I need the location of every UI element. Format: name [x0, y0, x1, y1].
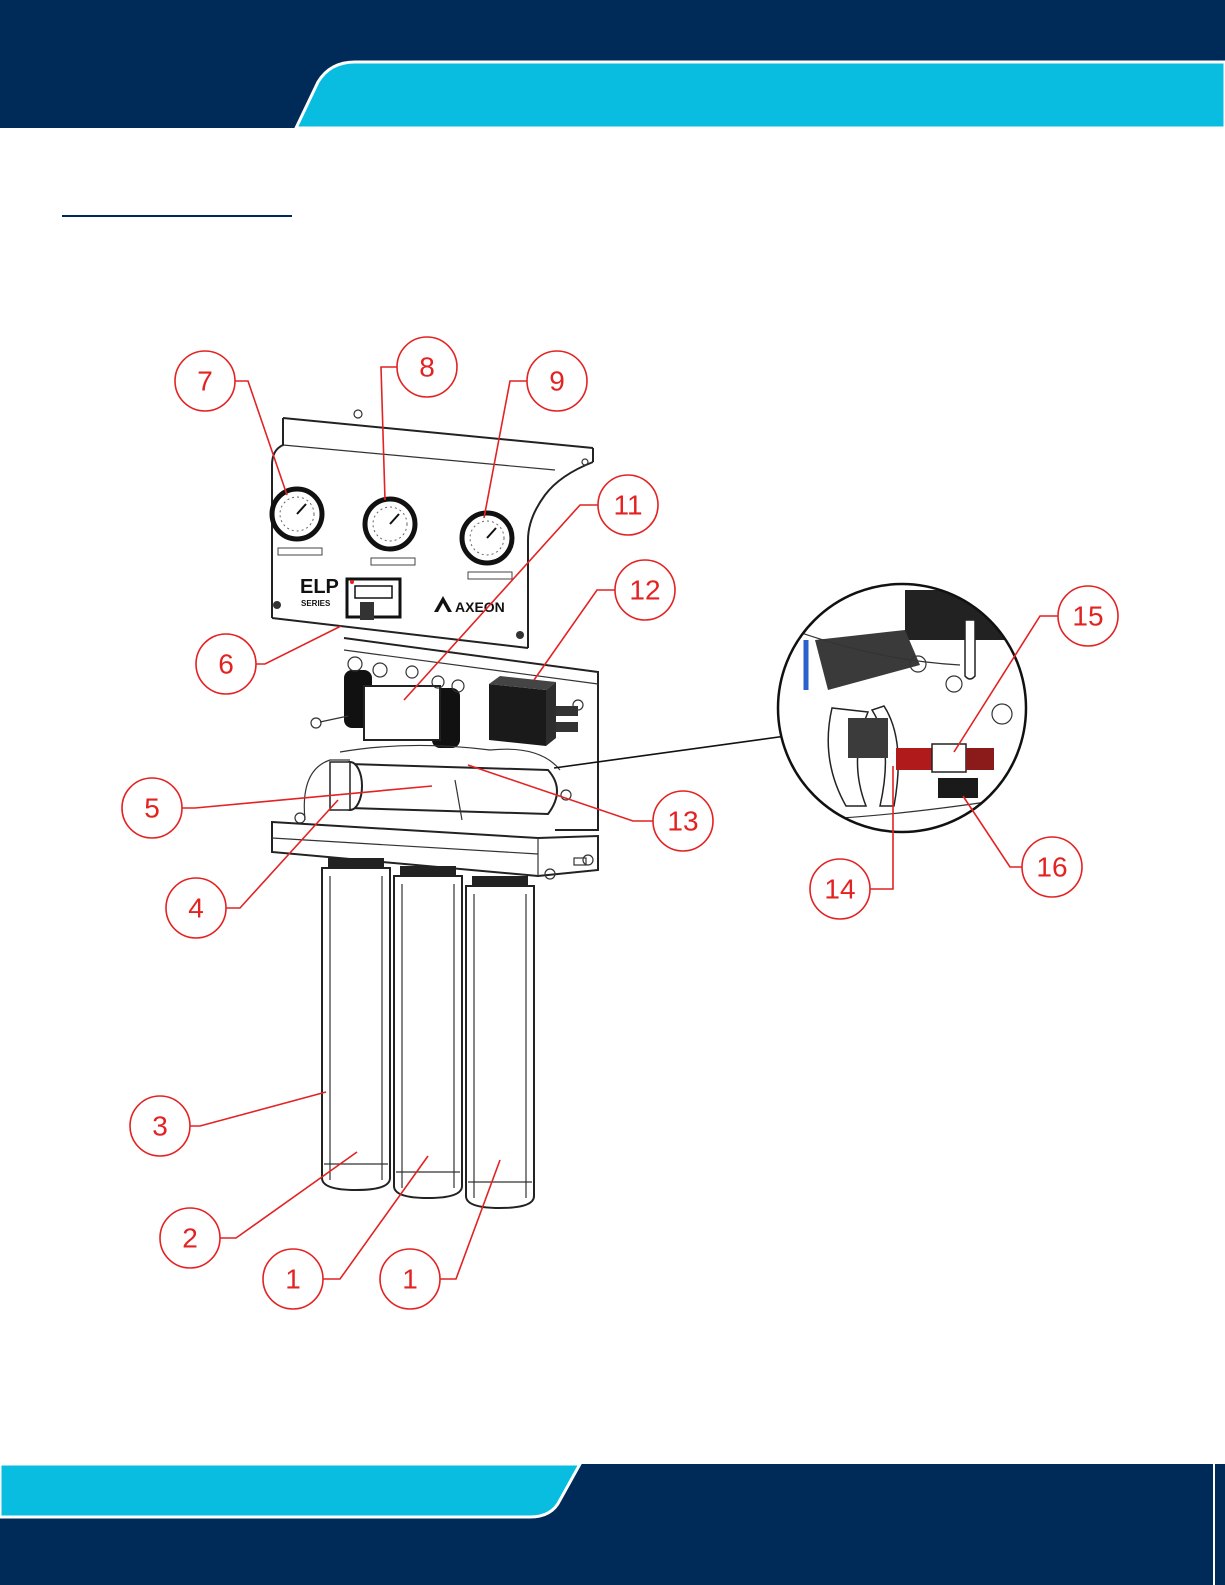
filter-housing-1 [322, 858, 390, 1190]
svg-text:5: 5 [144, 793, 160, 824]
svg-text:1: 1 [402, 1264, 418, 1295]
callout-5: 5 [122, 778, 182, 838]
ro-system-drawing: ELP SERIES AXEON [272, 410, 598, 1208]
svg-text:13: 13 [667, 806, 698, 837]
callout-7: 7 [175, 351, 235, 411]
callout-4: 4 [166, 878, 226, 938]
callout-3: 3 [130, 1096, 190, 1156]
header-banner [0, 0, 1225, 128]
callout-6: 6 [196, 634, 256, 694]
filter-housing-3 [466, 876, 534, 1208]
callout-16: 16 [1022, 837, 1082, 897]
svg-text:7: 7 [197, 366, 213, 397]
svg-text:8: 8 [419, 352, 435, 383]
electrical-box [489, 676, 578, 746]
svg-text:6: 6 [218, 649, 234, 680]
callout-14: 14 [810, 859, 870, 919]
membrane-housing [295, 745, 571, 823]
svg-text:11: 11 [613, 490, 642, 521]
callout-11: 11 [598, 475, 658, 535]
callout-8: 8 [397, 337, 457, 397]
pump-assembly [311, 657, 464, 748]
svg-text:14: 14 [824, 874, 855, 905]
gauge-panel: ELP SERIES AXEON [272, 410, 593, 648]
svg-text:1: 1 [285, 1264, 301, 1295]
filter-housing-2 [394, 866, 462, 1198]
series-subtitle: SERIES [301, 599, 331, 608]
svg-text:4: 4 [188, 893, 204, 924]
svg-text:9: 9 [549, 366, 565, 397]
callout-13: 13 [653, 791, 713, 851]
callout-1a: 1 [263, 1249, 323, 1309]
svg-text:15: 15 [1072, 601, 1103, 632]
svg-text:16: 16 [1036, 852, 1067, 883]
footer-banner [0, 1464, 1225, 1585]
callout-15: 15 [1058, 586, 1118, 646]
callout-12: 12 [615, 560, 675, 620]
svg-text:3: 3 [152, 1111, 168, 1142]
svg-text:2: 2 [182, 1223, 198, 1254]
series-name: ELP [300, 576, 339, 598]
callout-9: 9 [527, 351, 587, 411]
callout-1b: 1 [380, 1249, 440, 1309]
svg-text:12: 12 [629, 575, 660, 606]
controller-display [347, 579, 400, 620]
callout-2: 2 [160, 1208, 220, 1268]
svg-text:AXEON: AXEON [455, 599, 505, 615]
